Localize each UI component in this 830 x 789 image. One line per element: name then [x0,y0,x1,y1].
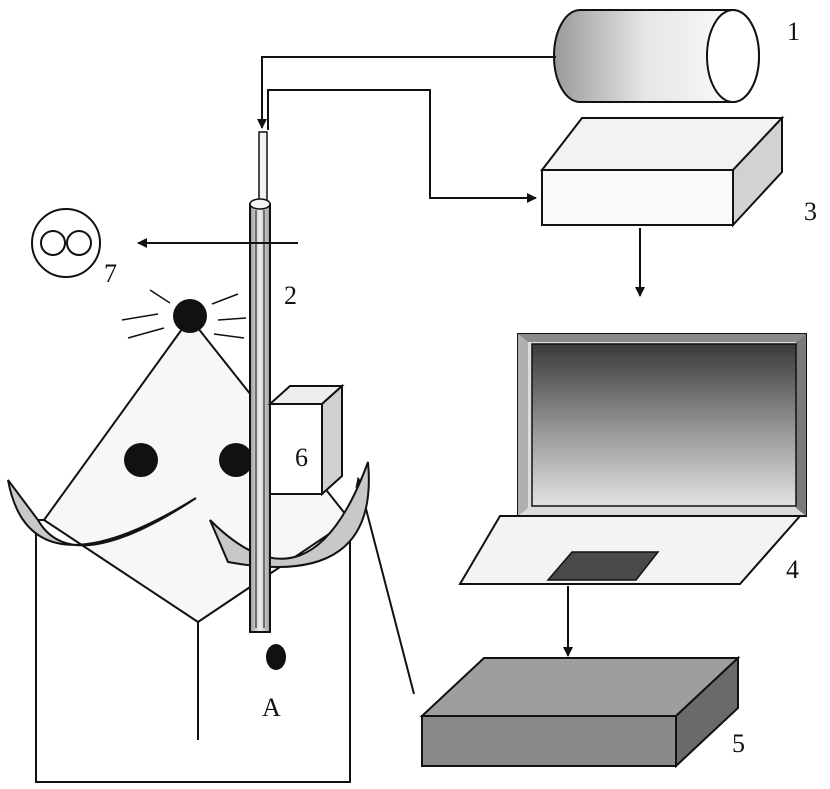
label-6: 6 [295,443,308,472]
instrument-box [539,115,785,228]
point-a-dot [266,644,286,670]
eye-symbol [31,208,101,278]
label-a: A [262,693,281,722]
label-3: 3 [804,197,817,226]
probe-tube [249,131,271,633]
device-box [419,655,741,769]
left-horn [7,479,197,547]
cylinder [553,9,760,103]
signal-line [267,89,537,203]
device-to-block-arrow [355,477,415,695]
laptop [458,333,807,585]
laptop-keyboard-base [458,515,803,585]
right-eye-dot [219,443,253,477]
label-2: 2 [284,281,297,310]
label-4: 4 [786,555,799,584]
label-1: 1 [787,17,800,46]
laptop-screen [531,343,797,507]
top-dot [173,299,207,333]
subject-figure [7,289,370,783]
label-5: 5 [732,729,745,758]
block-6 [267,383,345,497]
laptop-touchpad [546,551,660,581]
label-7: 7 [104,259,117,288]
gas-line [257,56,556,129]
left-eye-dot [124,443,158,477]
